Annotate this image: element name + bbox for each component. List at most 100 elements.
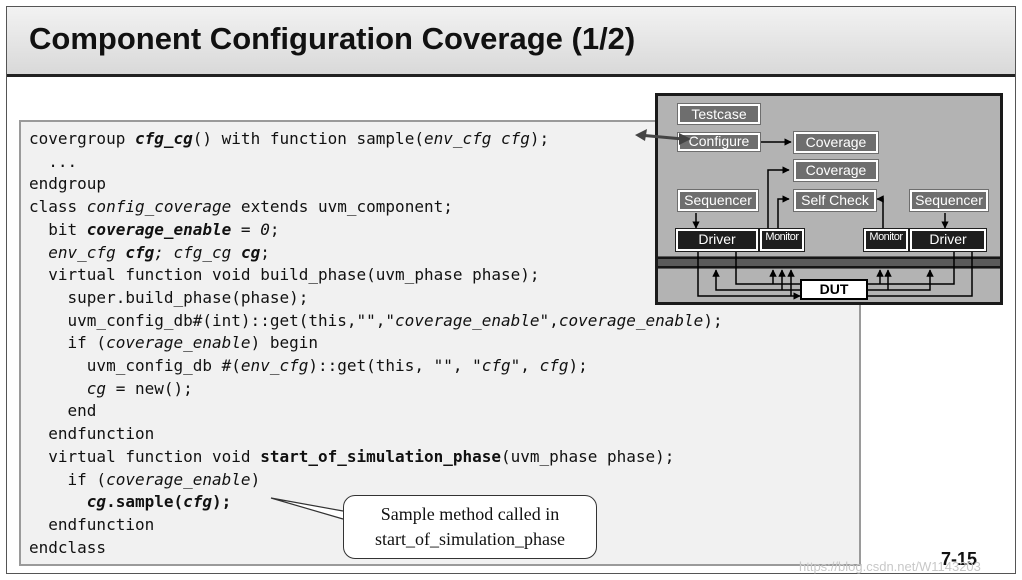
driver-block-left: Driver bbox=[675, 228, 759, 252]
code-text: covergroup cfg_cg() with function sample… bbox=[29, 128, 723, 559]
code-token: ); bbox=[703, 310, 723, 330]
code-line: endclass bbox=[29, 538, 106, 557]
code-token: (uvm_phase phase); bbox=[501, 446, 675, 466]
code-token: covergroup bbox=[29, 129, 135, 148]
code-token: virtual function void bbox=[29, 446, 261, 466]
testcase-block: Testcase bbox=[677, 103, 761, 125]
callout-line-2: start_of_simulation_phase bbox=[375, 529, 565, 549]
code-token: coverage_enable bbox=[86, 219, 232, 239]
callout-note: Sample method called in start_of_simulat… bbox=[343, 495, 597, 559]
code-token: ... bbox=[29, 151, 78, 171]
monitor-block-right: Monitor bbox=[863, 228, 909, 252]
coverage-block-bottom: Coverage bbox=[793, 159, 879, 182]
code-token: cg bbox=[240, 242, 261, 262]
code-token: = bbox=[231, 219, 261, 239]
code-token: endfunction bbox=[29, 424, 155, 444]
code-token: extends uvm_component; bbox=[231, 197, 453, 217]
code-token: )::get(this, "", " bbox=[308, 356, 482, 376]
sequencer-block-left: Sequencer bbox=[677, 189, 759, 212]
code-line: endgroup bbox=[29, 174, 106, 193]
code-token: ; bbox=[260, 242, 270, 262]
code-token: ; bbox=[269, 219, 280, 239]
code-line: uvm_config_db #(env_cfg)::get(this, "", … bbox=[29, 356, 588, 375]
code-line: ... bbox=[29, 152, 77, 171]
slide: Component Configuration Coverage (1/2) c… bbox=[6, 6, 1016, 574]
code-token: 0 bbox=[260, 219, 270, 239]
code-token: endfunction bbox=[29, 514, 155, 534]
code-token: cfg bbox=[183, 492, 213, 512]
sequencer-block-right: Sequencer bbox=[909, 189, 989, 212]
code-token: env_cfg bbox=[240, 356, 309, 376]
code-token bbox=[29, 492, 87, 511]
code-token: ; cfg_cg bbox=[154, 242, 241, 262]
code-token: () with function sample( bbox=[192, 129, 424, 148]
code-token bbox=[29, 243, 48, 262]
code-token: ); bbox=[529, 129, 550, 148]
code-token: ", bbox=[539, 310, 559, 330]
dut-block: DUT bbox=[800, 279, 868, 300]
code-token: ", bbox=[510, 356, 540, 376]
code-line: virtual function void build_phase(uvm_ph… bbox=[29, 265, 540, 285]
title-bar: Component Configuration Coverage (1/2) bbox=[7, 7, 1015, 77]
code-token: cfg bbox=[481, 356, 511, 376]
code-token: ); bbox=[212, 492, 232, 512]
code-token: if ( bbox=[29, 333, 107, 353]
code-token: env_cfg bbox=[48, 242, 126, 262]
code-token: coverage_enable bbox=[395, 310, 540, 330]
code-token: virtual function void build_phase(uvm_ph… bbox=[29, 265, 540, 285]
code-token: uvm_config_db#(int)::get(this,""," bbox=[29, 310, 396, 330]
code-token: class bbox=[29, 197, 87, 217]
code-line: if (coverage_enable) begin bbox=[29, 333, 318, 352]
slide-title: Component Configuration Coverage (1/2) bbox=[29, 21, 636, 56]
code-line: virtual function void start_of_simulatio… bbox=[29, 447, 674, 466]
code-token: cfg_cg bbox=[134, 129, 193, 148]
code-token: cfg bbox=[539, 356, 569, 376]
code-token: ) bbox=[250, 469, 261, 489]
code-line: super.build_phase(phase); bbox=[29, 287, 309, 307]
code-token: start_of_simulation_phase bbox=[260, 446, 502, 466]
code-token: = new(); bbox=[106, 378, 193, 398]
code-token: bit bbox=[29, 219, 87, 239]
code-token: ); bbox=[568, 356, 588, 376]
code-line: end bbox=[29, 401, 97, 421]
code-line: bit coverage_enable = 0; bbox=[29, 220, 279, 239]
code-line: class config_coverage extends uvm_compon… bbox=[29, 197, 453, 216]
configure-block: Configure bbox=[677, 132, 761, 152]
code-line: endfunction bbox=[29, 424, 154, 443]
code-line: endfunction bbox=[29, 515, 154, 534]
code-token: coverage_enable bbox=[558, 310, 704, 330]
watermark: https://blog.csdn.net/W1143203 bbox=[799, 559, 981, 574]
code-token: endclass bbox=[29, 537, 107, 557]
self-check-block: Self Check bbox=[793, 189, 877, 212]
monitor-block-left: Monitor bbox=[759, 228, 805, 252]
code-token: super.build_phase(phase); bbox=[29, 287, 309, 307]
diagram-wires bbox=[658, 138, 1000, 300]
code-token: coverage_enable bbox=[106, 333, 251, 353]
code-line: cg.sample(cfg); bbox=[29, 492, 232, 512]
code-line: covergroup cfg_cg() with function sample… bbox=[29, 129, 549, 148]
interface-bus bbox=[658, 256, 1000, 269]
code-token: coverage_enable bbox=[106, 469, 251, 489]
code-token: ) begin bbox=[250, 333, 318, 353]
code-token: end bbox=[29, 401, 97, 421]
code-token: cfg bbox=[125, 242, 155, 262]
diagram-background: Testcase Configure Coverage Coverage Seq… bbox=[658, 96, 1000, 302]
code-line: env_cfg cfg; cfg_cg cg; bbox=[29, 243, 270, 262]
code-token: env_cfg cfg bbox=[423, 129, 530, 148]
code-token bbox=[29, 379, 87, 398]
callout-line-1: Sample method called in bbox=[380, 504, 560, 524]
code-line: uvm_config_db#(int)::get(this,"","covera… bbox=[29, 311, 723, 330]
code-token: config_coverage bbox=[86, 197, 232, 217]
code-token: .sample( bbox=[106, 492, 184, 512]
code-token: uvm_config_db #( bbox=[29, 356, 241, 376]
code-token: endgroup bbox=[29, 174, 107, 194]
driver-block-right: Driver bbox=[909, 228, 987, 252]
code-token: cg bbox=[86, 378, 107, 398]
page-number: 7-15 bbox=[941, 549, 978, 569]
coverage-block-top: Coverage bbox=[793, 131, 879, 154]
code-token: if ( bbox=[29, 469, 107, 489]
code-line: if (coverage_enable) bbox=[29, 469, 261, 489]
uvm-testbench-diagram: Testcase Configure Coverage Coverage Seq… bbox=[655, 93, 1003, 305]
code-token: cg bbox=[86, 492, 107, 512]
code-line: cg = new(); bbox=[29, 379, 193, 398]
